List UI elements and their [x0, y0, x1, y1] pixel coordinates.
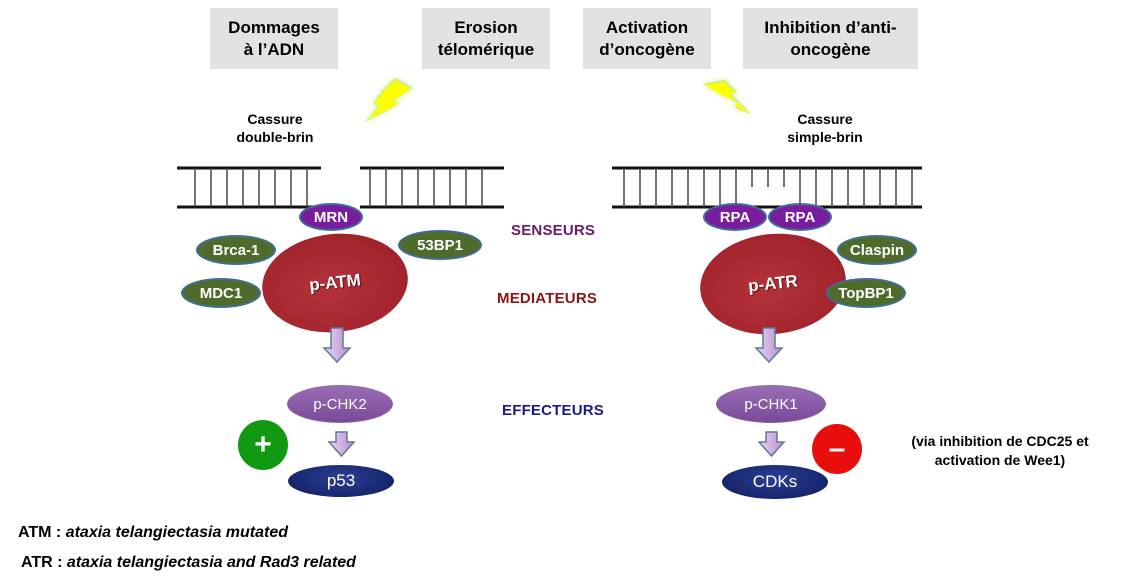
dna-fragment-left — [177, 166, 321, 209]
trigger-telomere-erosion: Erosion télomérique — [422, 8, 550, 69]
arrow-down-icon — [754, 327, 784, 364]
rpa-sensor-2: RPA — [768, 203, 832, 231]
p-chk2-label: p-CHK2 — [313, 395, 367, 413]
minus-sign: – — [828, 432, 846, 465]
single-strand-break-label: Cassure simple-brin — [787, 111, 863, 145]
p-atr-kinase: p-ATR — [695, 226, 851, 342]
p-chk1-label: p-CHK1 — [744, 395, 798, 413]
trigger-label: Erosion télomérique — [437, 17, 535, 59]
topbp1-partner: TopBP1 — [826, 278, 906, 308]
mdc1-partner: MDC1 — [181, 278, 261, 308]
minus-icon: – — [812, 424, 862, 474]
brca1-partner: Brca-1 — [196, 235, 276, 265]
brca1-label: Brca-1 — [212, 241, 260, 259]
plus-sign: + — [254, 428, 272, 461]
cdks-label: CDKs — [752, 472, 798, 491]
lightning-icon-left — [365, 78, 413, 122]
rpa-sensor-1: RPA — [703, 203, 767, 231]
topbp1-label: TopBP1 — [838, 284, 894, 302]
p-chk1-effector: p-CHK1 — [716, 385, 826, 423]
trigger-tumor-suppressor-inhibition: Inhibition d’anti- oncogène — [743, 8, 918, 69]
lightning-icon-right — [703, 80, 751, 114]
level-effectors: EFFECTEURS — [502, 402, 605, 419]
p53-label: p53 — [326, 471, 356, 490]
level-sensors: SENSEURS — [511, 222, 596, 239]
mrn-sensor: MRN — [299, 203, 363, 231]
legend-atm: ATM : ataxia telangiectasia mutated — [18, 524, 288, 542]
cdk-inhibition-note: (via inhibition de CDC25 et activation d… — [911, 433, 1089, 468]
53bp1-label: 53BP1 — [417, 236, 463, 254]
legend-abbr: ATR : — [21, 554, 63, 571]
trigger-oncogene-activation: Activation d’oncogène — [583, 8, 711, 69]
arrow-down-icon — [758, 431, 786, 458]
dna-fragment-right — [360, 166, 504, 209]
53bp1-partner: 53BP1 — [398, 230, 482, 260]
cdks-target: CDKs — [722, 465, 828, 499]
claspin-partner: Claspin — [837, 235, 917, 265]
dna-single-strand-break — [612, 166, 922, 209]
trigger-label: Dommages à l’ADN — [228, 17, 320, 59]
trigger-label: Inhibition d’anti- oncogène — [764, 17, 897, 59]
legend-atr: ATR : ataxia telangiectasia and Rad3 rel… — [21, 554, 356, 572]
level-mediators: MEDIATEURS — [497, 290, 598, 307]
trigger-label: Activation d’oncogène — [599, 17, 695, 59]
claspin-label: Claspin — [849, 241, 905, 259]
double-strand-break-label: Cassure double-brin — [236, 111, 314, 145]
rpa-label: RPA — [719, 208, 751, 226]
mrn-label: MRN — [313, 208, 349, 226]
p-atr-label: p-ATR — [747, 271, 799, 296]
rpa-label: RPA — [784, 208, 816, 226]
p-chk2-effector: p-CHK2 — [287, 385, 393, 423]
arrow-down-icon — [328, 431, 356, 458]
legend-full: ataxia telangiectasia mutated — [65, 524, 289, 541]
p53-target: p53 — [288, 465, 394, 497]
p-atm-kinase: p-ATM — [257, 226, 413, 340]
legend-abbr: ATM : — [18, 524, 62, 541]
p-atm-label: p-ATM — [308, 270, 362, 295]
mdc1-label: MDC1 — [199, 284, 243, 302]
legend-full: ataxia telangiectasia and Rad3 related — [66, 554, 356, 571]
plus-icon: + — [238, 420, 288, 470]
arrow-down-icon — [322, 327, 352, 364]
trigger-dna-damage: Dommages à l’ADN — [210, 8, 338, 69]
